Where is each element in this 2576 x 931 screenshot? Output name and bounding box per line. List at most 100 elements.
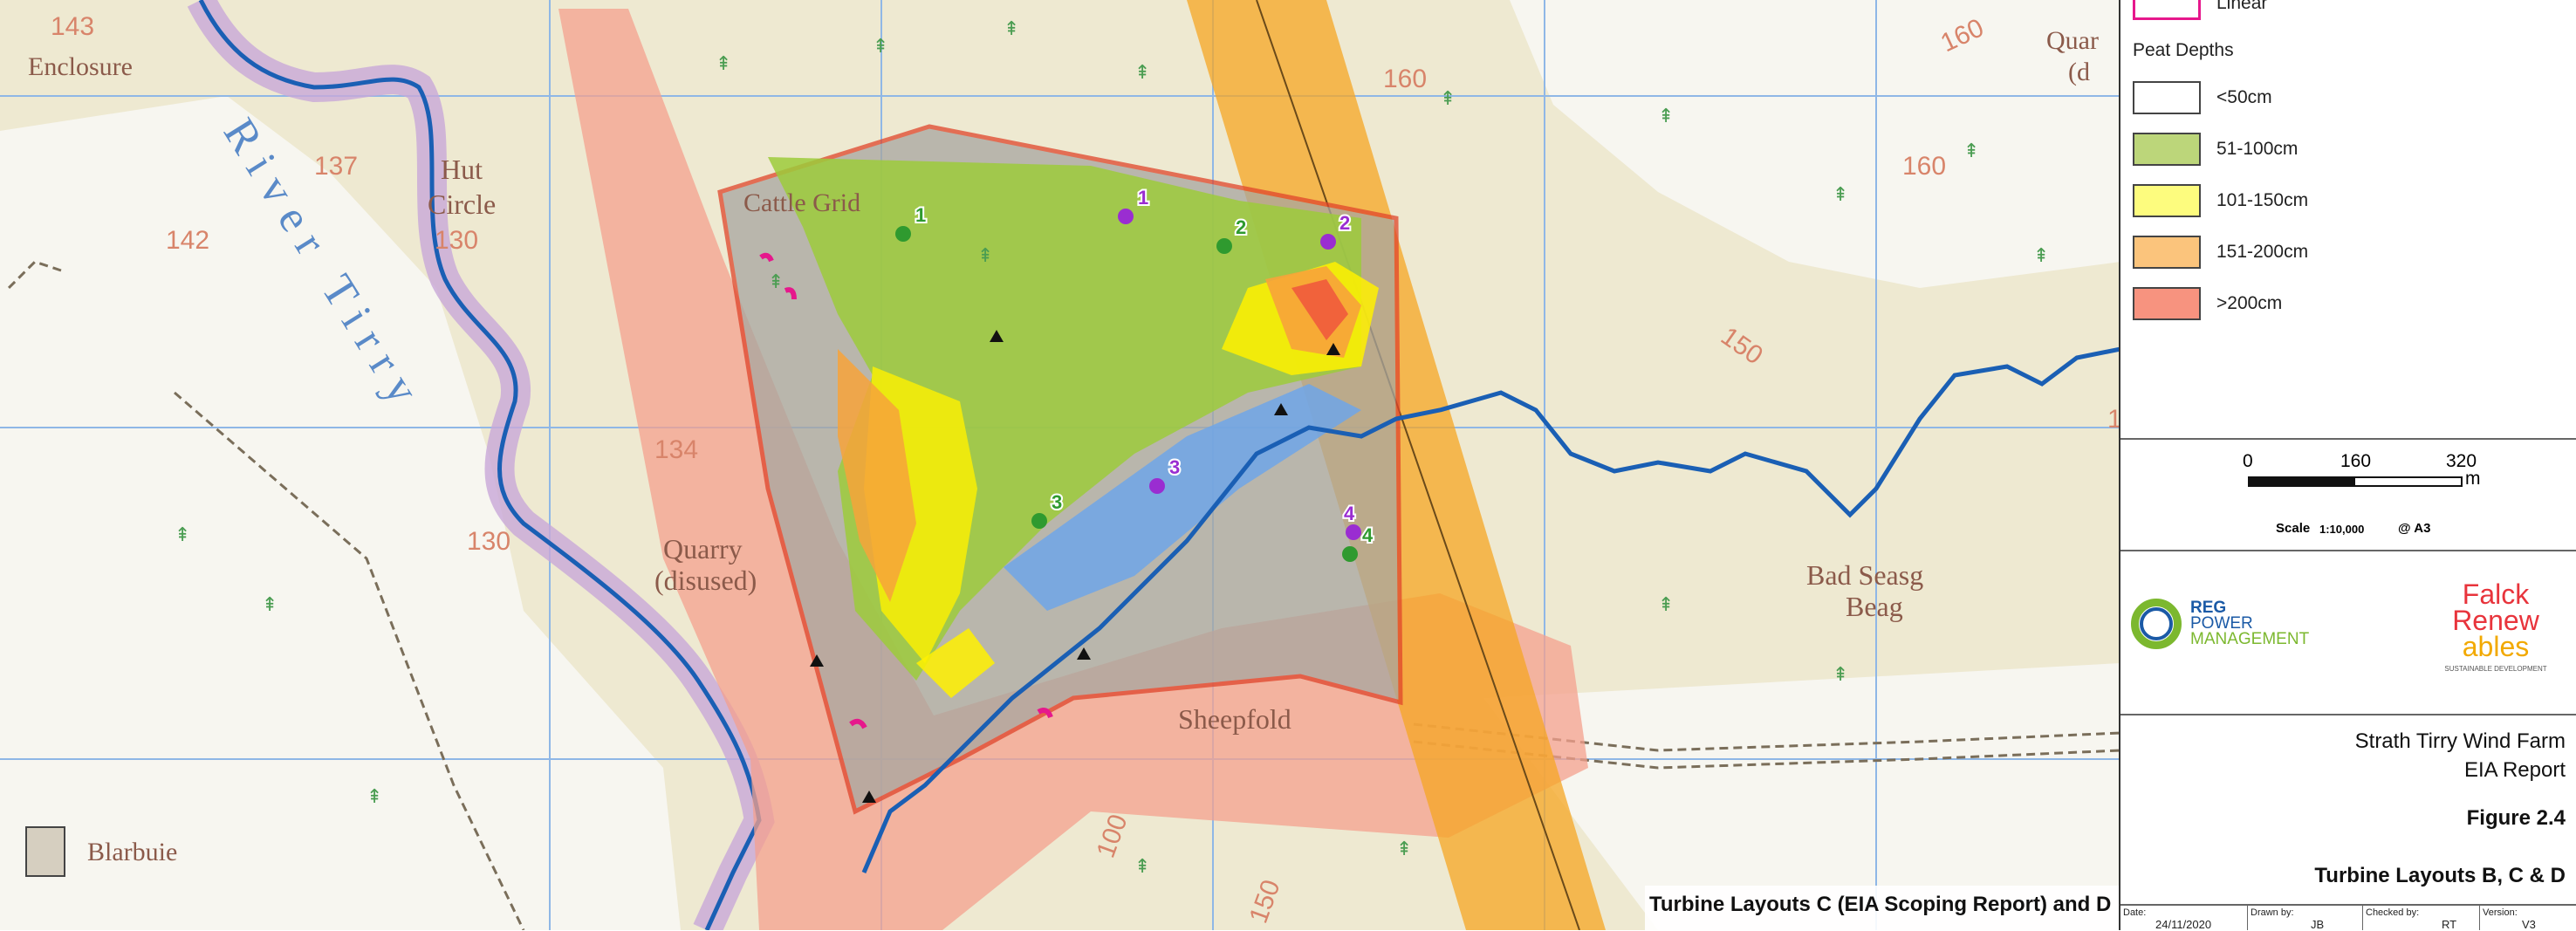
scale-tick-160: 160 [2340,451,2372,471]
turbine-green-4[interactable] [1342,546,1358,562]
meta-version: Version: V3 [2480,906,2576,931]
legend-peat-lt50-label: <50cm [2216,87,2272,107]
contour-137: 137 [314,152,358,181]
svg-text:⇞: ⇞ [1833,664,1848,686]
label-quarry: Quarry [663,533,743,565]
legend-peat-gt200: >200cm [2133,286,2282,321]
falck-logo-text-3: ables [2462,631,2530,662]
peat-depth-areas [768,157,1379,698]
svg-text:⇞: ⇞ [367,786,382,808]
falck-logo-tagline: SUSTAINABLE DEVELOPMENT [2444,665,2547,673]
scale-bar: 0 160 320 m Scale 1:10,000 @ A3 [2120,449,2576,545]
tracks [7,260,2119,930]
label-blarbuie: Blarbuie [87,838,177,866]
legend-linear-label: Linear [2216,0,2268,13]
scale-tick-0: 0 [2243,451,2253,471]
legend-panel: Linear Peat Depths <50cm 51-100cm 101-15… [2120,0,2576,931]
turbine-green-3[interactable] [1031,513,1047,529]
turbine-green-2[interactable] [1216,238,1232,254]
meta-checked: Checked by: RT [2363,906,2480,931]
blarbuie-building [25,826,65,877]
legend-peat-gt200-swatch [2133,287,2201,320]
open-ground-northeast [1510,0,2119,288]
scale-tick-320: 320 [2446,451,2477,471]
meta-date-value: 24/11/2020 [2155,918,2212,931]
turbine-purple-1[interactable] [1118,209,1134,224]
project-report: EIA Report [2463,758,2566,782]
falck-logo-text-1: Falck [2462,578,2530,610]
scale-value: 1:10,000 [2319,523,2365,536]
overhead-line [1256,0,1580,930]
scale-paper: @ A3 [2398,521,2431,536]
divider-logos [2120,714,2576,715]
turbine-green-label-1: 1 [915,204,926,226]
turbines-green: 1 2 3 4 [895,202,1375,562]
svg-text:⇞: ⇞ [2033,245,2049,267]
legend-peat-51-100-label: 51-100cm [2216,139,2299,159]
divider-legend [2120,438,2576,440]
open-ground-west [0,96,681,930]
legend-peat-101-150-label: 101-150cm [2216,190,2309,210]
contour-142: 142 [166,226,209,255]
turbine-purple-2[interactable] [1320,234,1336,250]
legend-peat-gt200-label: >200cm [2216,293,2283,313]
turbine-purple-3[interactable] [1149,478,1165,494]
turbine-green-label-4: 4 [1362,524,1374,546]
svg-text:⇞: ⇞ [716,53,731,75]
label-enclosure: Enclosure [28,52,133,81]
map-canvas[interactable]: ⇞⇞⇞ ⇞⇞⇞ ⇞⇞⇞ ⇞⇞⇞ ⇞⇞⇞ ⇞⇞⇞ Enclosure River … [0,0,2120,930]
legend-linear: Linear [2133,0,2267,21]
label-hut-circle-2: Circle [428,188,496,220]
map-svg: ⇞⇞⇞ ⇞⇞⇞ ⇞⇞⇞ ⇞⇞⇞ ⇞⇞⇞ ⇞⇞⇞ Enclosure River … [0,0,2119,930]
contour-160c: 160 [1902,152,1946,181]
turbine-purple-label-4: 4 [1344,503,1355,524]
svg-text:⇞: ⇞ [1963,140,1979,162]
legend-peat-51-100-swatch [2133,133,2201,166]
svg-text:⇞: ⇞ [262,594,277,616]
figure-number: Figure 2.4 [2466,806,2566,830]
svg-text:⇞: ⇞ [768,271,784,293]
legend-linear-swatch [2133,0,2201,20]
project-name: Strath Tirry Wind Farm [2354,729,2566,753]
reg-logo-ring-inner [2140,607,2173,640]
svg-text:⇞: ⇞ [977,245,993,267]
inset-caption-bg [1645,886,2119,930]
figure-title: Turbine Layouts B, C & D [2314,864,2566,887]
legend-peat-151-200: 151-200cm [2133,235,2308,270]
svg-text:⇞: ⇞ [1658,594,1674,616]
meta-checked-value: RT [2442,918,2457,931]
turbine-green-label-3: 3 [1052,491,1062,513]
turbine-purple-4[interactable] [1346,524,1361,540]
meta-version-label: Version: [2483,907,2518,918]
reg-logo-text-3: MANAGEMENT [2190,630,2310,648]
meta-date-label: Date: [2123,907,2147,918]
meta-drawn-label: Drawn by: [2251,907,2294,918]
road-buffer [558,9,1588,930]
svg-text:⇞: ⇞ [175,524,190,546]
label-beag: Beag [1846,591,1903,622]
legend-peat-151-200-label: 151-200cm [2216,242,2309,262]
legend-peat-151-200-swatch [2133,236,2201,269]
turbine-green-1[interactable] [895,226,911,242]
divider-scale [2120,550,2576,551]
svg-text:⇞: ⇞ [1440,88,1456,110]
reg-logo-text-2: POWER [2190,614,2253,633]
label-cattle-grid: Cattle Grid [743,188,860,217]
legend-peat-101-150: 101-150cm [2133,183,2308,218]
svg-text:⇞: ⇞ [1134,856,1150,878]
divider-meta [2120,904,2576,906]
turbine-purple-label-2: 2 [1339,212,1350,234]
reg-logo-text-1: REG [2190,599,2227,617]
label-hut-circle: Hut [441,154,483,185]
meta-version-value: V3 [2522,918,2536,931]
label-sheepfold: Sheepfold [1178,703,1291,735]
meta-drawn: Drawn by: JB [2248,906,2363,931]
legend-peat-101-150-swatch [2133,184,2201,217]
scale-unit: m [2465,469,2481,489]
legend-peat-lt50: <50cm [2133,80,2272,115]
scale-bar-graphic [2248,476,2463,487]
reg-logo-ring [2131,599,2182,649]
turbines-purple: 1 2 3 4 [1118,185,1361,540]
svg-text:⇞: ⇞ [1658,106,1674,127]
label-quarry-2: (disused) [654,565,757,596]
